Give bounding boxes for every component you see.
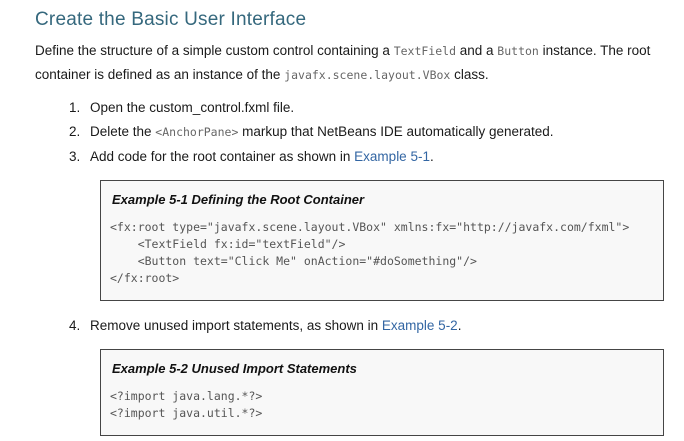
example-5-2-link[interactable]: Example 5-2 [381,318,458,333]
list-item-step-3: 3. Add code for the root container as sh… [35,149,666,164]
step-text-segment: Delete the [90,124,156,139]
list-item-step-2: 2. Delete the <AnchorPane> markup that N… [35,124,666,140]
list-item-step-4: 4. Remove unused import statements, as s… [35,318,666,333]
step-text-segment: . [429,149,434,164]
example-code-block: <?import java.lang.*?> <?import java.uti… [110,389,263,420]
list-item-step-1: 1. Open the custom_control.fxml file. [35,100,666,115]
intro-text-segment: Define the structure of a simple custom … [35,43,394,58]
step-text: Add code for the root container as shown… [90,149,434,164]
document-page: Create the Basic User Interface Define t… [0,9,684,436]
inline-code-anchorpane: <AnchorPane> [155,125,239,139]
example-title: Example 5-1 Defining the Root Container [112,192,365,207]
step-number: 3. [69,149,81,164]
intro-text-segment: class. [450,67,489,82]
steps-list: 1. Open the custom_control.fxml file. 2.… [35,100,666,436]
intro-text-segment: and a [456,43,498,58]
step-number: 4. [69,318,81,333]
example-title: Example 5-2 Unused Import Statements [112,361,357,376]
inline-code-textfield: TextField [393,44,456,58]
inline-code-button: Button [497,44,539,58]
step-number: 1. [69,100,81,115]
step-text: Remove unused import statements, as show… [90,318,461,333]
intro-text-segment: instance. The root container is defined … [35,43,651,82]
example-5-1-link[interactable]: Example 5-1 [354,149,430,164]
step-text-segment: Add code for the root container as shown… [90,149,355,164]
step-text: Open the custom_control.fxml file. [90,100,294,115]
inline-code-vbox: javafx.scene.layout.VBox [284,68,451,82]
step-text-segment: . [457,318,462,333]
step-text-segment: markup that NetBeans IDE automatically g… [238,124,554,139]
step-text-segment: Remove unused import statements, as show… [90,318,382,333]
intro-paragraph: Define the structure of a simple custom … [35,39,666,87]
step-text: Delete the <AnchorPane> markup that NetB… [90,124,554,140]
example-box-5-2: Example 5-2 Unused Import Statements <?i… [100,349,664,436]
page-title: Create the Basic User Interface [35,9,307,30]
example-box-5-1: Example 5-1 Defining the Root Container … [100,180,664,301]
step-text-segment: Open the custom_control.fxml file. [90,100,295,115]
example-code-block: <fx:root type="javafx.scene.layout.VBox"… [110,220,630,285]
step-number: 2. [69,124,81,139]
